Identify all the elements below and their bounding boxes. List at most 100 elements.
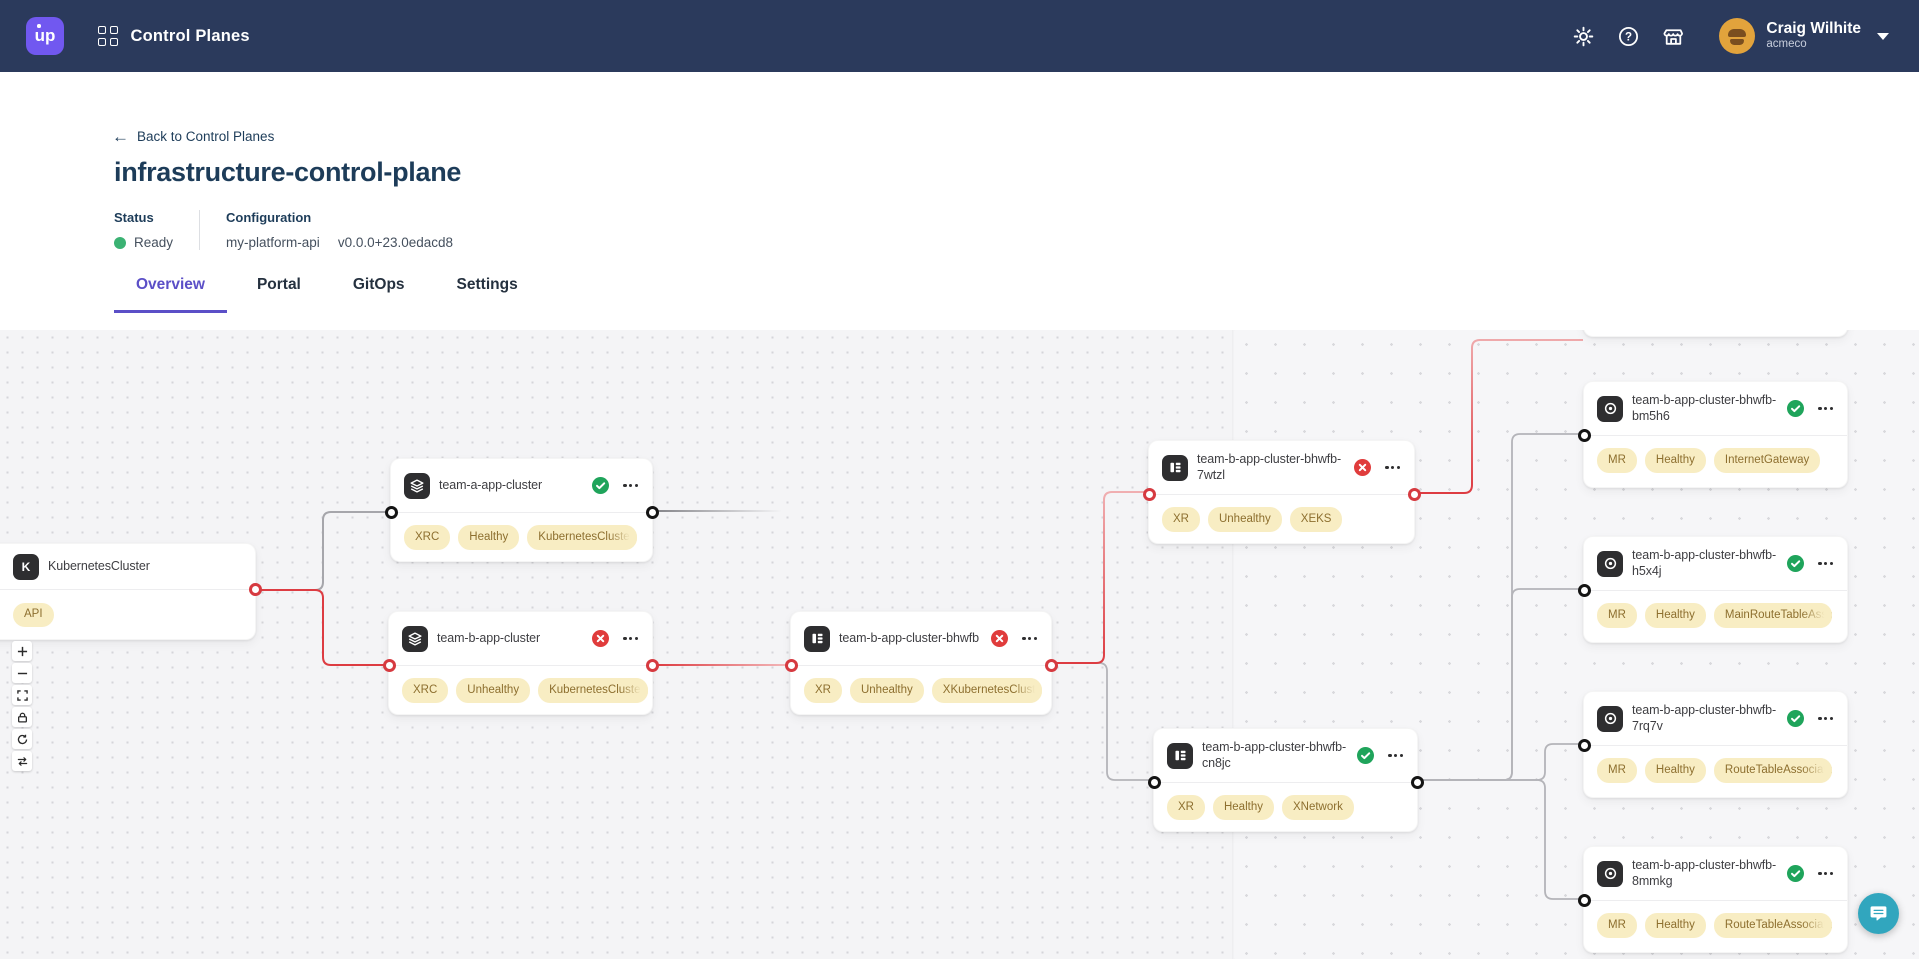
user-menu[interactable]: Craig Wilhite acmeco <box>1719 18 1889 54</box>
connection-handle[interactable] <box>248 582 262 596</box>
badge: XKubernetesCluster <box>931 678 1042 703</box>
composed-resource-icon <box>1162 454 1188 481</box>
badge: MR <box>1597 448 1637 473</box>
connection-handle[interactable] <box>1577 738 1591 752</box>
top-navbar: up Control Planes ? <box>0 0 1919 72</box>
node-label: team-b-app-cluster-bhwfb-bm5h6 <box>1632 392 1777 423</box>
tab-gitops[interactable]: GitOps <box>352 276 405 293</box>
connection-handle[interactable] <box>1142 487 1156 501</box>
connection-handle[interactable] <box>1577 893 1591 907</box>
zoom-in-button[interactable] <box>12 641 32 661</box>
connection-handle[interactable] <box>784 658 798 672</box>
configuration-version: v0.0.0+23.0edacd8 <box>337 235 454 250</box>
connection-handle[interactable] <box>384 505 398 519</box>
badge: Healthy <box>1644 913 1706 938</box>
svg-text:?: ? <box>1625 31 1632 43</box>
badge: InternetGateway <box>1713 448 1821 473</box>
healthy-status-icon <box>1787 400 1805 417</box>
node-menu-button[interactable] <box>1817 868 1834 879</box>
connection-handle[interactable] <box>1147 775 1161 789</box>
badge: Healthy <box>1644 603 1706 628</box>
badge: RouteTableAssociation <box>1713 758 1832 783</box>
apps-grid-icon <box>98 26 118 46</box>
healthy-status-icon <box>592 477 610 494</box>
configuration-block: Configuration my-platform-api v0.0.0+23.… <box>199 210 479 250</box>
status-value: Ready <box>134 235 174 250</box>
connection-handle[interactable] <box>1577 428 1591 442</box>
node-menu-button[interactable] <box>1817 403 1834 414</box>
relayout-button[interactable] <box>12 751 32 771</box>
layers-icon <box>404 472 430 499</box>
connection-handle[interactable] <box>1410 775 1424 789</box>
node-menu-button[interactable] <box>1817 558 1834 569</box>
node-label: team-b-app-cluster-bhwfb-7wtzl <box>1197 451 1342 482</box>
node-team-b-app-cluster-bhwfb-7wtzl[interactable]: team-b-app-cluster-bhwfb-7wtzl XR Unheal… <box>1142 440 1421 544</box>
chat-launcher-button[interactable] <box>1858 893 1899 934</box>
back-link[interactable]: ← Back to Control Planes <box>112 127 275 146</box>
node-team-b-app-cluster-bhwfb-bm5h6[interactable]: team-b-app-cluster-bhwfb-bm5h6 MR Health… <box>1577 381 1848 488</box>
healthy-status-icon <box>1787 865 1805 882</box>
user-avatar <box>1719 18 1756 54</box>
node-team-b-app-cluster-bhwfb-cn8jc[interactable]: team-b-app-cluster-bhwfb-cn8jc XR Health… <box>1147 728 1424 832</box>
badge: MR <box>1597 603 1637 628</box>
logo-text: up <box>34 26 56 45</box>
fit-view-button[interactable] <box>12 685 32 705</box>
connection-handle[interactable] <box>645 505 659 519</box>
badge: XR <box>804 678 842 703</box>
connection-handle[interactable] <box>1577 583 1591 597</box>
badge: KubernetesCluster <box>527 525 638 550</box>
node-menu-button[interactable] <box>622 633 639 644</box>
graph-canvas[interactable]: K KubernetesCluster API team-a-app-clust… <box>0 330 1919 959</box>
help-icon[interactable]: ? <box>1616 24 1640 48</box>
back-link-label: Back to Control Planes <box>137 129 275 144</box>
healthy-status-icon <box>1787 710 1805 727</box>
zoom-out-button[interactable] <box>12 663 32 683</box>
navbar-actions: ? Craig Wilhite acmeco <box>1550 18 1889 54</box>
refresh-button[interactable] <box>12 729 32 749</box>
node-team-b-app-cluster-bhwfb[interactable]: team-b-app-cluster-bhwfb XR Unhealthy XK… <box>784 611 1058 715</box>
node-kubernetescluster[interactable]: K KubernetesCluster API <box>0 543 262 640</box>
node-menu-button[interactable] <box>1384 462 1401 473</box>
upbound-logo[interactable]: up <box>26 17 64 55</box>
badge: Unhealthy <box>456 678 531 703</box>
status-label: Status <box>114 210 154 225</box>
node-menu-button[interactable] <box>622 480 639 491</box>
connection-handle[interactable] <box>1407 487 1421 501</box>
managed-resource-icon <box>1597 550 1623 577</box>
badge: Unhealthy <box>1207 507 1282 532</box>
unhealthy-status-icon <box>1354 459 1372 476</box>
back-arrow-icon: ← <box>112 127 129 146</box>
tab-bar: Overview Portal GitOps Settings <box>114 276 1919 313</box>
node-team-b-app-cluster[interactable]: team-b-app-cluster XRC Unhealthy Kuberne… <box>382 611 659 715</box>
page-header: ← Back to Control Planes infrastructure-… <box>0 72 1919 330</box>
badge: MR <box>1597 913 1637 938</box>
status-block: Status Ready <box>114 210 199 250</box>
connection-handle[interactable] <box>645 658 659 672</box>
configuration-name[interactable]: my-platform-api <box>226 235 320 250</box>
badge: XRC <box>402 678 449 703</box>
badge: API <box>13 602 54 628</box>
composed-resource-icon <box>804 625 830 652</box>
tab-settings[interactable]: Settings <box>456 276 518 293</box>
marketplace-storefront-icon[interactable] <box>1661 24 1685 48</box>
lock-button[interactable] <box>12 707 32 727</box>
node-team-b-app-cluster-bhwfb-h5x4j[interactable]: team-b-app-cluster-bhwfb-h5x4j MR Health… <box>1577 536 1848 643</box>
page-title: infrastructure-control-plane <box>114 157 462 187</box>
nav-app-title: Control Planes <box>130 26 250 45</box>
configuration-label: Configuration <box>226 210 312 225</box>
gear-icon[interactable] <box>1571 24 1595 48</box>
node-menu-button[interactable] <box>1817 713 1834 724</box>
node-team-b-app-cluster-bhwfb-7rq7v[interactable]: team-b-app-cluster-bhwfb-7rq7v MR Health… <box>1577 691 1848 798</box>
node-team-b-app-cluster-bhwfb-8mmkg[interactable]: team-b-app-cluster-bhwfb-8mmkg MR Health… <box>1577 846 1848 953</box>
node-partial-top[interactable] <box>1583 330 1848 337</box>
tab-overview[interactable]: Overview <box>114 276 227 313</box>
tab-portal[interactable]: Portal <box>256 276 301 293</box>
badge: XRC <box>404 525 451 550</box>
connection-handle[interactable] <box>1044 658 1058 672</box>
healthy-status-icon <box>1357 747 1375 764</box>
node-team-a-app-cluster[interactable]: team-a-app-cluster XRC Healthy Kubernete… <box>384 458 659 562</box>
unhealthy-status-icon <box>592 630 610 647</box>
node-menu-button[interactable] <box>1387 750 1404 761</box>
node-menu-button[interactable] <box>1021 633 1038 644</box>
connection-handle[interactable] <box>382 658 396 672</box>
